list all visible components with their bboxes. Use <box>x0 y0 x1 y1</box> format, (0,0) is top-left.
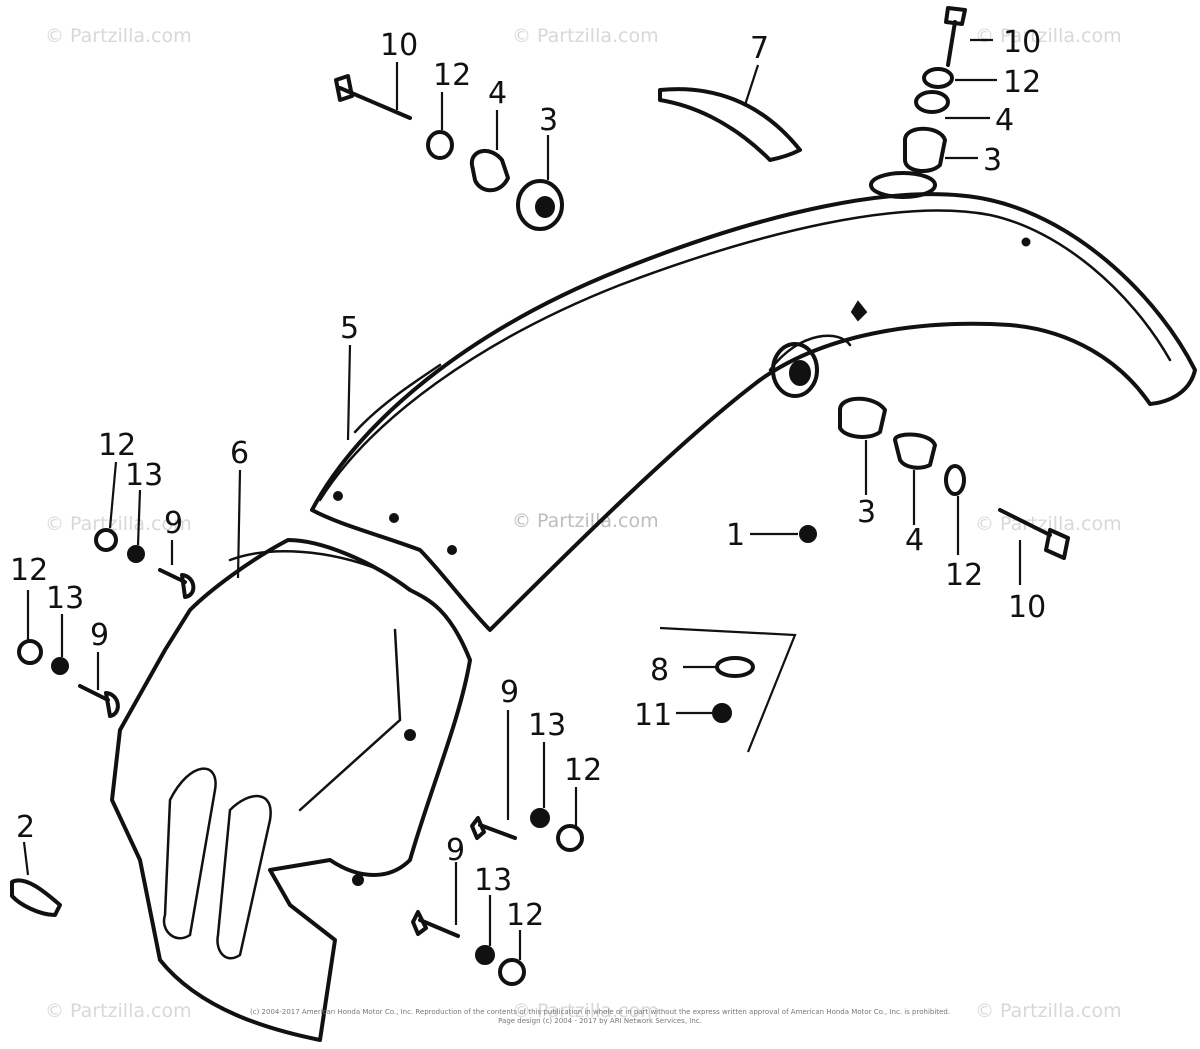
callout-label: 1 <box>726 518 745 553</box>
callout-label: 3 <box>857 495 876 530</box>
callout-label: 11 <box>634 698 672 733</box>
callout-label: 10 <box>1003 25 1041 60</box>
callout-label: 3 <box>983 143 1002 178</box>
callout-label: 12 <box>564 753 602 788</box>
callout-label: 6 <box>230 436 249 471</box>
callout-label: 4 <box>905 523 924 558</box>
callout-label: 12 <box>10 553 48 588</box>
callout-label: 8 <box>650 653 669 688</box>
watermark: © Partzilla.com <box>45 25 192 47</box>
callout-label: 13 <box>46 581 84 616</box>
callout-label: 12 <box>433 58 471 93</box>
callout-label: 2 <box>16 810 35 845</box>
callout-labels: 10 12 4 3 7 10 12 4 3 5 3 4 12 10 1 8 11… <box>10 25 1046 933</box>
callout-label: 7 <box>750 31 769 66</box>
watermark: © Partzilla.com <box>975 25 1122 47</box>
center-hardware <box>411 808 584 986</box>
rear-fender-part <box>310 171 1197 632</box>
left-hardware <box>10 528 196 917</box>
watermark-center: © Partzilla.com <box>512 510 659 532</box>
callout-label: 10 <box>380 28 418 63</box>
watermark: © Partzilla.com <box>975 1000 1122 1022</box>
callout-label: 9 <box>164 506 183 541</box>
callout-label: 12 <box>98 428 136 463</box>
watermark: © Partzilla.com <box>45 1000 192 1022</box>
callout-label: 9 <box>90 618 109 653</box>
callout-label: 5 <box>340 311 359 346</box>
callout-label: 4 <box>488 76 507 111</box>
callout-label: 3 <box>539 103 558 138</box>
copyright-line: Page design (c) 2004 - 2017 by ARI Netwo… <box>498 1017 702 1025</box>
callout-label: 9 <box>500 675 519 710</box>
callout-label: 9 <box>446 833 465 868</box>
callout-label: 10 <box>1008 590 1046 625</box>
callout-label: 13 <box>528 708 566 743</box>
right-hardware <box>712 396 1070 723</box>
callout-label: 12 <box>1003 65 1041 100</box>
copyright-line: (c) 2004-2017 American Honda Motor Co., … <box>250 1008 950 1016</box>
top-left-hardware <box>334 74 564 231</box>
watermark-group: © Partzilla.com © Partzilla.com © Partzi… <box>45 25 1122 1022</box>
callout-label: 13 <box>125 458 163 493</box>
callout-label: 12 <box>506 898 544 933</box>
emblem-part <box>658 87 802 162</box>
mud-flap-part <box>110 538 472 1042</box>
top-right-hardware <box>903 6 967 173</box>
watermark: © Partzilla.com <box>975 513 1122 535</box>
watermark: © Partzilla.com <box>512 25 659 47</box>
leader-lines <box>22 38 1022 960</box>
watermark: © Partzilla.com <box>45 513 192 535</box>
callout-label: 13 <box>474 863 512 898</box>
callout-label: 4 <box>995 103 1014 138</box>
callout-label: 12 <box>945 558 983 593</box>
copyright-notice: (c) 2004-2017 American Honda Motor Co., … <box>0 1008 1200 1026</box>
bracket-outline <box>659 626 797 753</box>
watermark: © Partzilla.com <box>512 1000 659 1022</box>
